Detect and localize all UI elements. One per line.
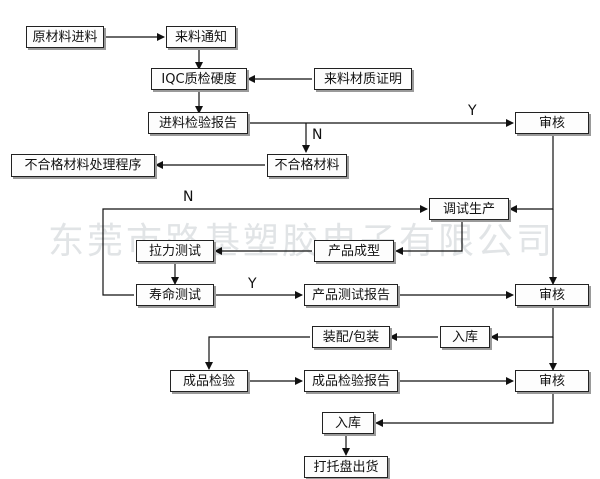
node-nonconforming-material: 不合格材料	[267, 154, 347, 177]
node-nonconforming-procedure: 不合格材料处理程序	[11, 154, 155, 177]
node-review-1: 审核	[515, 112, 589, 134]
label-yes-1: Y	[468, 103, 477, 119]
node-tensile-test: 拉力测试	[136, 240, 214, 262]
arrow-review3-to-warehouse2	[375, 392, 554, 427]
label-yes-2: Y	[248, 276, 257, 292]
node-raw-material-in: 原材料进料	[26, 26, 104, 48]
arrow-assembly-to-finished	[205, 336, 310, 370]
node-review-3: 审核	[515, 370, 589, 392]
label-no-1: N	[312, 127, 323, 143]
node-palletize-ship: 打托盘出货	[304, 456, 388, 478]
watermark: 东莞市路基塑胶电子有限公司	[48, 221, 556, 262]
node-review-2: 审核	[515, 284, 589, 306]
node-incoming-report: 进料检验报告	[148, 112, 248, 134]
node-finished-inspection: 成品检验	[170, 370, 248, 392]
label-no-2: N	[183, 189, 194, 205]
arrow-debug-to-molding	[395, 221, 463, 255]
node-iqc-hardness: IQC质检硬度	[151, 68, 247, 90]
node-life-test: 寿命测试	[136, 284, 214, 306]
node-finished-report: 成品检验报告	[304, 370, 398, 392]
arrow-review1-to-debug	[509, 133, 554, 213]
node-debug-production: 调试生产	[429, 198, 509, 220]
arrow-review2-to-warehouse1	[490, 306, 554, 341]
node-material-cert: 来料材质证明	[314, 68, 412, 90]
node-product-test-report: 产品测试报告	[304, 284, 398, 306]
node-warehouse-2: 入库	[322, 412, 374, 434]
node-molding: 产品成型	[314, 240, 394, 262]
node-warehouse-1: 入库	[440, 326, 490, 348]
node-incoming-notice: 来料通知	[166, 26, 236, 48]
node-assembly-packing: 装配/包装	[312, 326, 390, 348]
arrow-life-loop-to-debug	[102, 205, 428, 296]
